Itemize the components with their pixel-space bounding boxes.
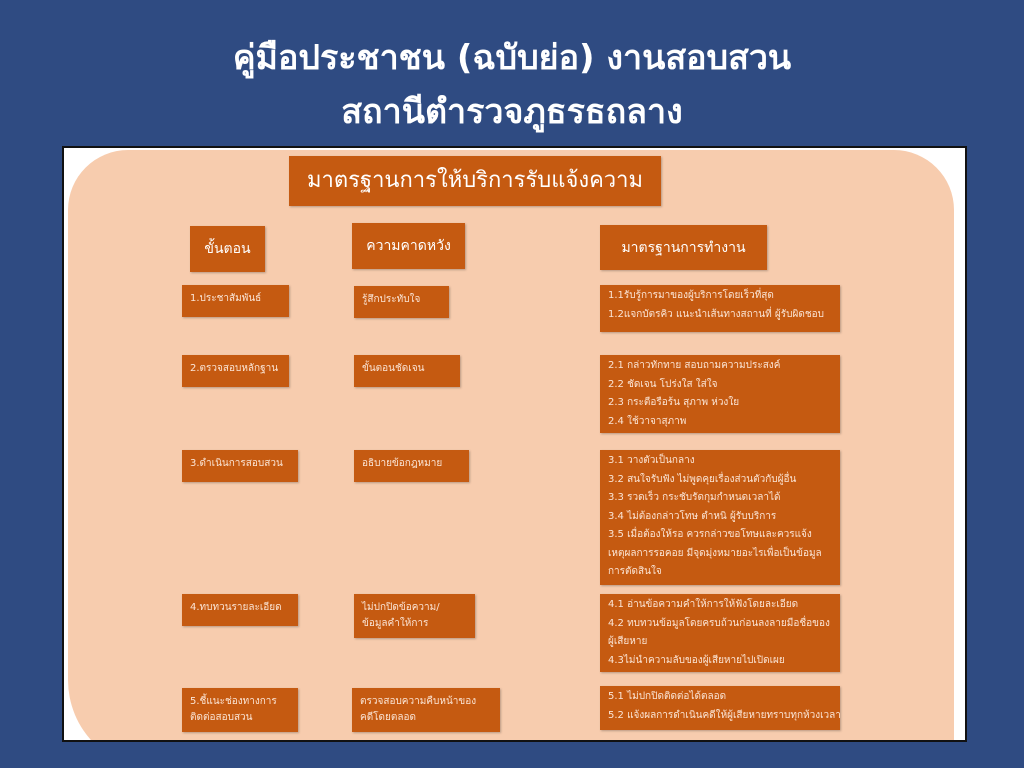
column-header-standards: มาตรฐานการทำงาน xyxy=(600,225,767,270)
standards-header: มาตรฐานการให้บริการรับแจ้งความ xyxy=(289,156,661,206)
standards-box-line: ผู้เสียหาย xyxy=(608,636,648,647)
standards-box-line: 3.1 วางตัวเป็นกลาง xyxy=(608,455,695,466)
standards-box: 2.1 กล่าวทักทาย สอบถามความประสงค์ 2.2 ชัด… xyxy=(600,355,840,433)
step-box: 1.ประชาสัมพันธ์ xyxy=(182,285,289,317)
standards-box-line: 2.4 ใช้วาจาสุภาพ xyxy=(608,415,687,427)
standards-box-line: 3.2 สนใจรับฟัง ไม่พูดคุยเรื่องส่วนตัวกับ… xyxy=(608,473,797,485)
standards-box: 3.1 วางตัวเป็นกลาง 3.2 สนใจรับฟัง ไม่พูดค… xyxy=(600,450,840,585)
expectation-box: ไม่ปกปิดข้อความ/ข้อมูลคำให้การ xyxy=(354,594,475,638)
standards-box: 1.1รับรู้การมาของผู้บริการโดยเร็วที่สุด 1… xyxy=(600,285,840,332)
slide-title-line2: สถานีตำรวจภูธรธถลาง xyxy=(341,92,683,132)
expectation-box-line: คดีโดยตลอด xyxy=(360,712,417,723)
step-box-line: ติดต่อสอบสวน xyxy=(190,712,253,723)
step-box: 2.ตรวจสอบหลักฐาน xyxy=(182,355,289,387)
standards-box-line: 1.2แจกบัตรคิว แนะนำเส้นทางสถานที่ ผู้รับ… xyxy=(608,308,824,320)
content-frame: มาตรฐานการให้บริการรับแจ้งความ ขั้นตอน ค… xyxy=(62,146,967,742)
expectation-box-line: ข้อมูลคำให้การ xyxy=(362,618,429,629)
column-header-expectations: ความคาดหวัง xyxy=(352,223,465,269)
standards-box-line: 5.2 แจ้งผลการดำเนินคดีให้ผู้เสียหายทราบท… xyxy=(608,709,841,721)
expectation-box-line: ตรวจสอบความคืบหน้าของ xyxy=(360,696,477,707)
expectation-box-line: ไม่ปกปิดข้อความ/ xyxy=(362,602,440,613)
standards-box-line: 2.2 ชัดเจน โปร่งใส ใส่ใจ xyxy=(608,378,718,390)
standards-box-line: 2.1 กล่าวทักทาย สอบถามความประสงค์ xyxy=(608,360,781,371)
standards-box-line: 4.1 อ่านข้อความคำให้การให้ฟังโดยละเอียด xyxy=(608,599,799,610)
expectation-box: ขั้นตอนชัดเจน xyxy=(354,355,460,387)
step-box-line: 3.ดำเนินการสอบสวน xyxy=(190,458,283,469)
standards-box-line: การตัดสินใจ xyxy=(608,566,662,577)
step-box: 5.ชี้แนะช่องทางการติดต่อสอบสวน xyxy=(182,688,298,732)
step-box-line: 5.ชี้แนะช่องทางการ xyxy=(190,696,277,707)
standards-box-line: 5.1 ไม่ปกปิดติดต่อได้ตลอด xyxy=(608,691,727,702)
standards-box-line: 3.5 เมื่อต้องให้รอ ควรกล่าวขอโทษและควรแจ… xyxy=(608,529,812,540)
standards-box-line: เหตุผลการรอคอย มีจุดมุ่งหมายอะไรเพื่อเป็… xyxy=(608,547,822,559)
standards-box: 5.1 ไม่ปกปิดติดต่อได้ตลอด 5.2 แจ้งผลการดำ… xyxy=(600,686,841,730)
slide-title-line1: คู่มือประชาชน (ฉบับย่อ) งานสอบสวน xyxy=(232,38,792,78)
standards-box-line: 2.3 กระตือรือร้น สุภาพ ห่วงใย xyxy=(608,397,740,408)
standards-box-line: 3.3 รวดเร็ว กระชับรัดกุมกำหนดเวลาได้ xyxy=(608,492,781,503)
expectation-box: อธิบายข้อกฎหมาย xyxy=(354,450,469,482)
expectation-box: ตรวจสอบความคืบหน้าของคดีโดยตลอด xyxy=(352,688,500,732)
expectation-box-line: ขั้นตอนชัดเจน xyxy=(362,363,425,374)
step-box-line: 4.ทบทวนรายละเอียด xyxy=(190,602,282,613)
standards-box: 4.1 อ่านข้อความคำให้การให้ฟังโดยละเอียด 4… xyxy=(600,594,840,672)
step-box: 3.ดำเนินการสอบสวน xyxy=(182,450,298,482)
standards-box-line: 4.2 ทบทวนข้อมูลโดยครบถ้วนก่อนลงลายมือชื่… xyxy=(608,617,830,629)
column-header-steps: ขั้นตอน xyxy=(190,226,265,272)
step-box-line: 2.ตรวจสอบหลักฐาน xyxy=(190,363,279,374)
standards-box-line: 3.4 ไม่ต้องกล่าวโทษ ตำหนิ ผู้รับบริการ xyxy=(608,510,777,522)
standards-box-line: 1.1รับรู้การมาของผู้บริการโดยเร็วที่สุด xyxy=(608,290,774,301)
expectation-box-line: อธิบายข้อกฎหมาย xyxy=(362,458,443,469)
step-box: 4.ทบทวนรายละเอียด xyxy=(182,594,298,626)
standards-box-line: 4.3ไม่นำความลับของผู้เสียหายไปเปิดเผย xyxy=(608,654,785,666)
expectation-box-line: รู้สึกประทับใจ xyxy=(362,294,421,305)
expectation-box: รู้สึกประทับใจ xyxy=(354,286,449,318)
step-box-line: 1.ประชาสัมพันธ์ xyxy=(190,293,262,304)
